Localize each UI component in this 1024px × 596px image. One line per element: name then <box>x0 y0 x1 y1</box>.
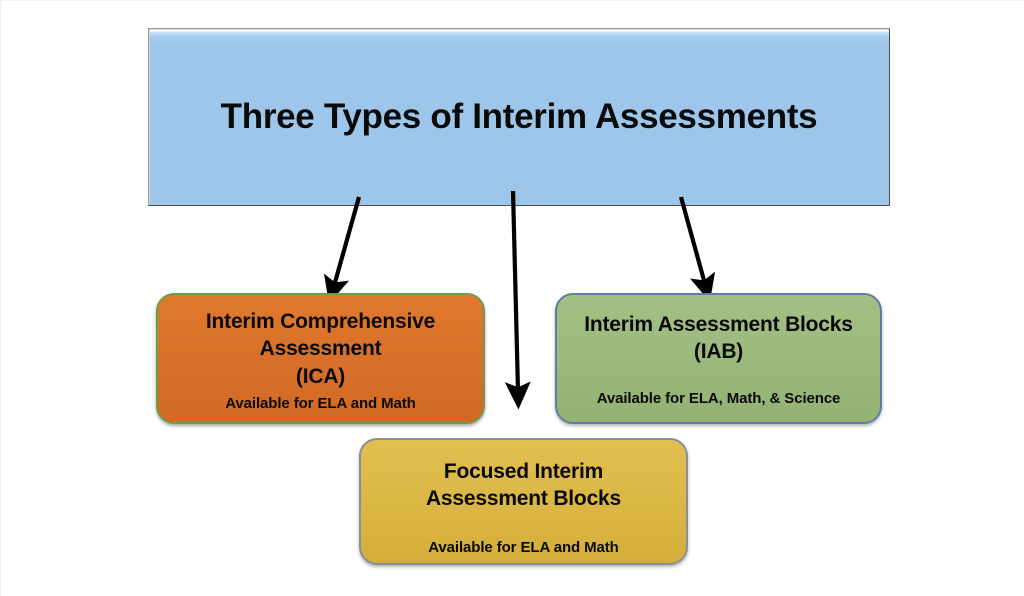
connector-header-to-fiab <box>504 190 531 410</box>
node-ica-line-3: (ICA) <box>295 364 346 388</box>
page-title: Three Types of Interim Assessments <box>220 97 818 136</box>
node-ica-line-2: Assessment <box>259 337 382 361</box>
node-fiab-line-1: Focused Interim <box>443 460 604 483</box>
node-interim-assessment-blocks[interactable]: Interim Assessment Blocks (IAB) Availabl… <box>555 293 882 424</box>
node-ica-availability: Available for ELA and Math <box>225 394 416 412</box>
header-box: Three Types of Interim Assessments <box>148 28 890 206</box>
connector-header-to-ica <box>323 196 362 304</box>
node-focused-interim-assessment-blocks[interactable]: Focused Interim Assessment Blocks Availa… <box>359 438 688 565</box>
node-fiab-line-2: Assessment Blocks <box>425 487 622 511</box>
node-iab-line-1: Interim Assessment Blocks <box>584 313 853 336</box>
node-iab-availability: Available for ELA, Math, & Science <box>596 389 841 407</box>
connector-header-to-iab <box>678 196 716 302</box>
node-iab-line-2: (IAB) <box>693 340 744 364</box>
node-ica-line-1: Interim Comprehensive <box>205 310 436 333</box>
node-fiab-availability: Available for ELA and Math <box>428 538 619 556</box>
node-interim-comprehensive-assessment[interactable]: Interim Comprehensive Assessment (ICA) A… <box>156 293 485 424</box>
